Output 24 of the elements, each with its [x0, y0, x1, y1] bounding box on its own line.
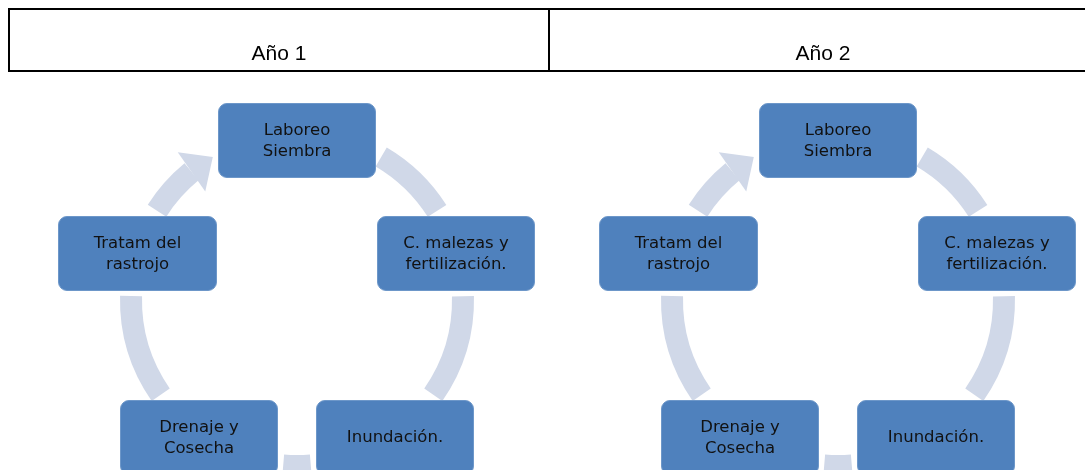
stage-label: Inundación. — [887, 427, 985, 448]
stage-box — [316, 400, 474, 470]
stage-label: Tratam del rastrojo — [92, 232, 183, 275]
year-heading: Año 2 — [795, 41, 851, 65]
cycle-arrow — [689, 152, 754, 217]
stage-label: Tratam del rastrojo — [633, 232, 724, 275]
year-heading: Año 1 — [251, 41, 307, 65]
stage-box — [857, 400, 1015, 470]
stage-box — [918, 216, 1076, 291]
cycle-arrow — [148, 152, 213, 217]
stage-label: Drenaje y Cosecha — [158, 416, 240, 459]
stage-box — [218, 103, 376, 178]
stage-label: Laboreo Siembra — [261, 119, 333, 162]
stage-label: Inundación. — [346, 427, 444, 448]
stage-box — [661, 400, 819, 470]
stage-label: Laboreo Siembra — [802, 119, 874, 162]
stage-box — [377, 216, 535, 291]
stage-box — [58, 216, 217, 291]
stage-box — [599, 216, 758, 291]
stage-label: C. malezas y fertilización. — [402, 232, 510, 275]
stage-box — [120, 400, 278, 470]
stage-label: C. malezas y fertilización. — [943, 232, 1051, 275]
stage-box — [759, 103, 917, 178]
stage-label: Drenaje y Cosecha — [699, 416, 781, 459]
